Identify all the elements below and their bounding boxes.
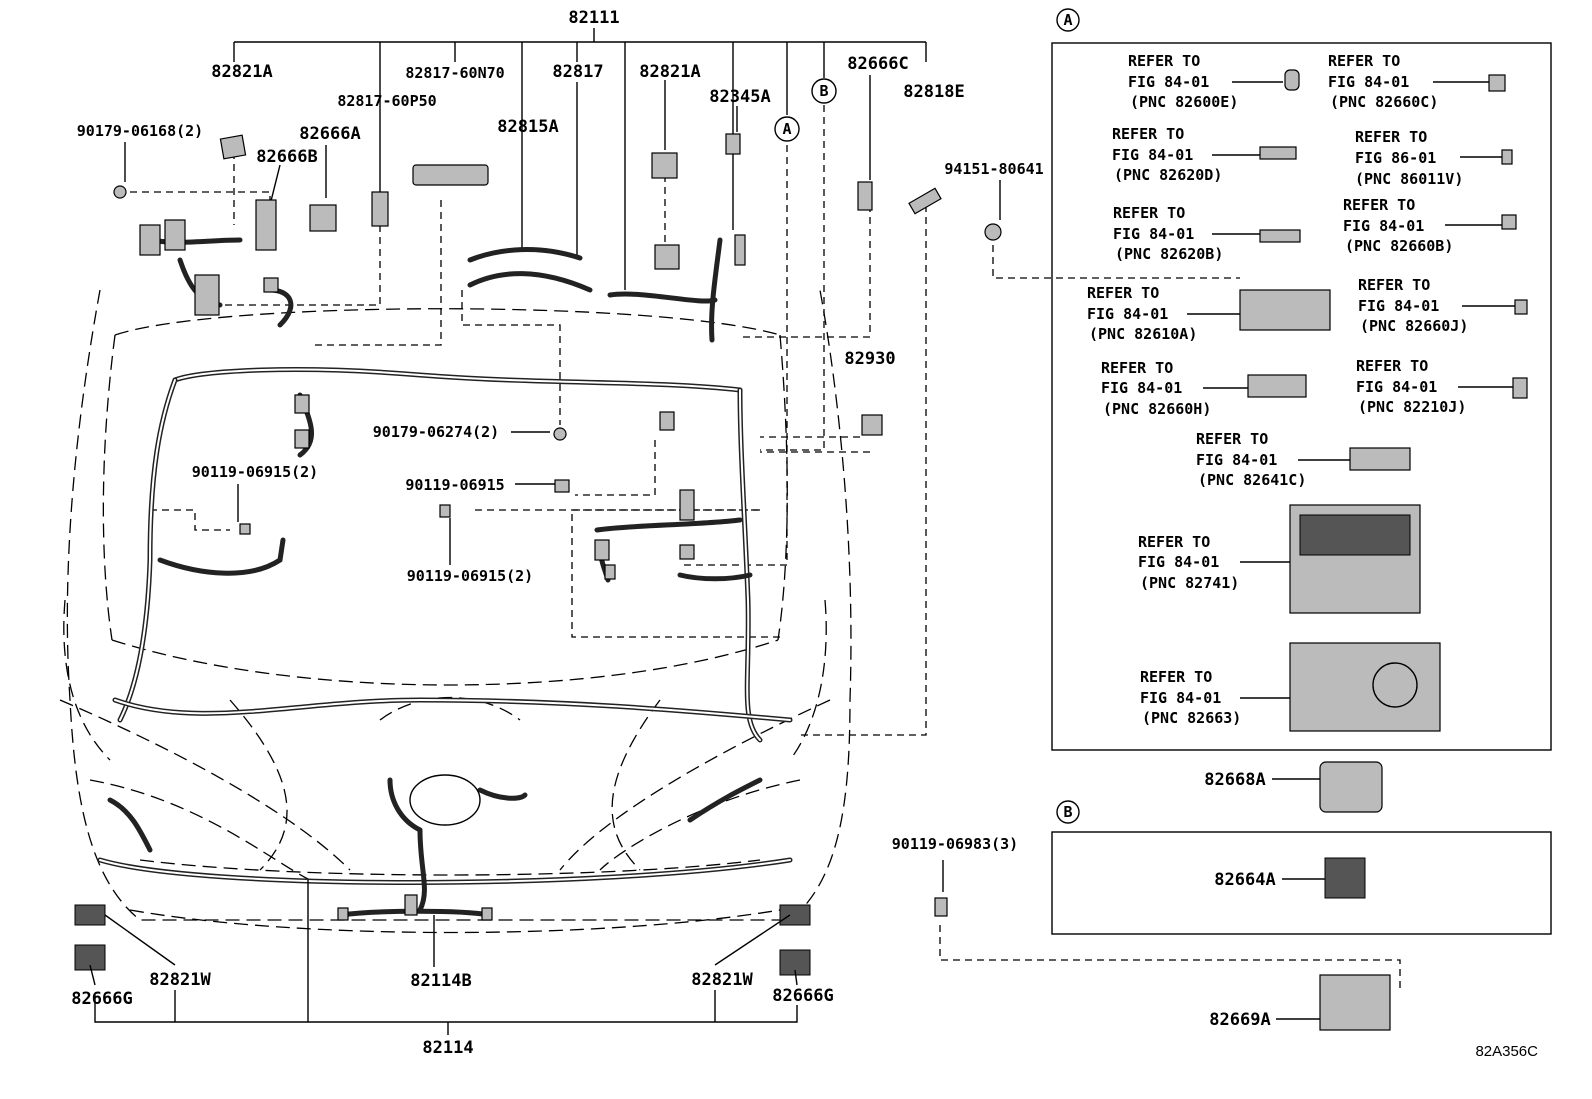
label-82111: 82111	[568, 8, 619, 28]
label-82114: 82114	[422, 1038, 473, 1058]
ref-6-line2: FIG 84-01	[1087, 305, 1168, 323]
label-82345a: 82345A	[709, 87, 770, 107]
label-82666b: 82666B	[256, 147, 317, 167]
ref-1-line3: (PNC 82660C)	[1330, 93, 1438, 111]
label-82666g-right: 82666G	[772, 986, 833, 1006]
vehicle-body-outline	[59, 289, 852, 934]
label-82821w-right: 82821W	[691, 970, 753, 990]
leader-lines-top	[124, 28, 1001, 892]
dashed-relation-lines	[130, 105, 1401, 990]
panelA-box	[1051, 42, 1552, 751]
ref-1-line2: FIG 84-01	[1328, 73, 1409, 91]
ref-6-line3: (PNC 82610A)	[1089, 325, 1197, 343]
ref-2-line3: (PNC 82620D)	[1114, 166, 1222, 184]
label-82669a: 82669A	[1209, 1010, 1270, 1030]
ref-11-line2: FIG 84-01	[1138, 553, 1219, 571]
ref-10-line1: REFER TO	[1196, 430, 1268, 448]
ref-0-line1: REFER TO	[1128, 52, 1200, 70]
ref-10-line3: (PNC 82641C)	[1198, 471, 1306, 489]
panelA-leaders	[1187, 81, 1515, 1020]
part-labels: 82111 82821A 82817-60N70 82817 82821A 82…	[71, 8, 1043, 1058]
ref-0-line2: FIG 84-01	[1128, 73, 1209, 91]
ref-8-line3: (PNC 82660H)	[1103, 400, 1211, 418]
ref-7-line2: FIG 84-01	[1358, 297, 1439, 315]
ref-3-line1: REFER TO	[1355, 128, 1427, 146]
ref-9-line3: (PNC 82210J)	[1358, 398, 1466, 416]
ref-3-line3: (PNC 86011V)	[1355, 170, 1463, 188]
ref-11-line1: REFER TO	[1138, 533, 1210, 551]
label-82817-60p50: 82817-60P50	[337, 92, 436, 110]
label-82821a-left: 82821A	[211, 62, 272, 82]
ref-3-line2: FIG 86-01	[1355, 149, 1436, 167]
ref-2-line1: REFER TO	[1112, 125, 1184, 143]
wire-harness	[97, 237, 793, 918]
diagram-code: 82A356C	[1475, 1043, 1538, 1060]
marker-circle-a-panel: A	[1056, 8, 1080, 32]
diagram-marker-a: A	[782, 120, 791, 138]
label-82817: 82817	[552, 62, 603, 82]
label-82666c: 82666C	[847, 54, 908, 74]
ref-12-line3: (PNC 82663)	[1142, 709, 1241, 727]
ref-8-line2: FIG 84-01	[1101, 379, 1182, 397]
ref-9-line2: FIG 84-01	[1356, 378, 1437, 396]
ref-12-line2: FIG 84-01	[1140, 689, 1221, 707]
label-82821w-left: 82821W	[149, 970, 211, 990]
ref-5-line3: (PNC 82660B)	[1345, 237, 1453, 255]
marker-circle-b-panel: B	[1056, 800, 1080, 824]
label-82666g-left: 82666G	[71, 989, 132, 1009]
ref-4-line3: (PNC 82620B)	[1115, 245, 1223, 263]
ref-12-line1: REFER TO	[1140, 668, 1212, 686]
label-82818e: 82818E	[903, 82, 964, 102]
panelB-box	[1051, 831, 1552, 935]
label-82817-60n70: 82817-60N70	[405, 64, 504, 82]
ref-2-line2: FIG 84-01	[1112, 146, 1193, 164]
label-82668a: 82668A	[1204, 770, 1265, 790]
ref-5-line2: FIG 84-01	[1343, 217, 1424, 235]
label-90119-06915-2b: 90119-06915(2)	[407, 567, 533, 585]
label-90119-06915-2a: 90119-06915(2)	[192, 463, 318, 481]
ref-1-line1: REFER TO	[1328, 52, 1400, 70]
label-82815a: 82815A	[497, 117, 558, 137]
label-94151-80641: 94151-80641	[944, 160, 1043, 178]
component-sketches	[74, 69, 1528, 1031]
panelA-marker: A	[1063, 11, 1072, 29]
diagram-marker-b: B	[819, 82, 828, 100]
ref-7-line3: (PNC 82660J)	[1360, 317, 1468, 335]
label-82664a: 82664A	[1214, 870, 1275, 890]
label-82114b: 82114B	[410, 971, 471, 991]
marker-circle-b-diagram: B	[811, 78, 837, 104]
ref-4-line2: FIG 84-01	[1113, 225, 1194, 243]
ref-9-line1: REFER TO	[1356, 357, 1428, 375]
label-90119-06915: 90119-06915	[405, 476, 504, 494]
label-82666a: 82666A	[299, 124, 360, 144]
ref-5-line1: REFER TO	[1343, 196, 1415, 214]
label-82821a-right: 82821A	[639, 62, 700, 82]
ref-8-line1: REFER TO	[1101, 359, 1173, 377]
marker-circle-a-diagram: A	[774, 116, 800, 142]
ref-0-line3: (PNC 82600E)	[1130, 93, 1238, 111]
ref-7-line1: REFER TO	[1358, 276, 1430, 294]
ref-4-line1: REFER TO	[1113, 204, 1185, 222]
panelA-refs: REFER TO FIG 84-01 (PNC 82600E) REFER TO…	[1087, 52, 1468, 727]
label-90179-06274: 90179-06274(2)	[373, 423, 499, 441]
panelB-marker: B	[1063, 803, 1072, 821]
label-90119-06983: 90119-06983(3)	[892, 835, 1018, 853]
leader-lines-bottom	[89, 880, 798, 1035]
ref-10-line2: FIG 84-01	[1196, 451, 1277, 469]
label-90179-06168: 90179-06168(2)	[77, 122, 203, 140]
label-82930: 82930	[844, 349, 895, 369]
ref-6-line1: REFER TO	[1087, 284, 1159, 302]
ref-11-line3: (PNC 82741)	[1140, 574, 1239, 592]
